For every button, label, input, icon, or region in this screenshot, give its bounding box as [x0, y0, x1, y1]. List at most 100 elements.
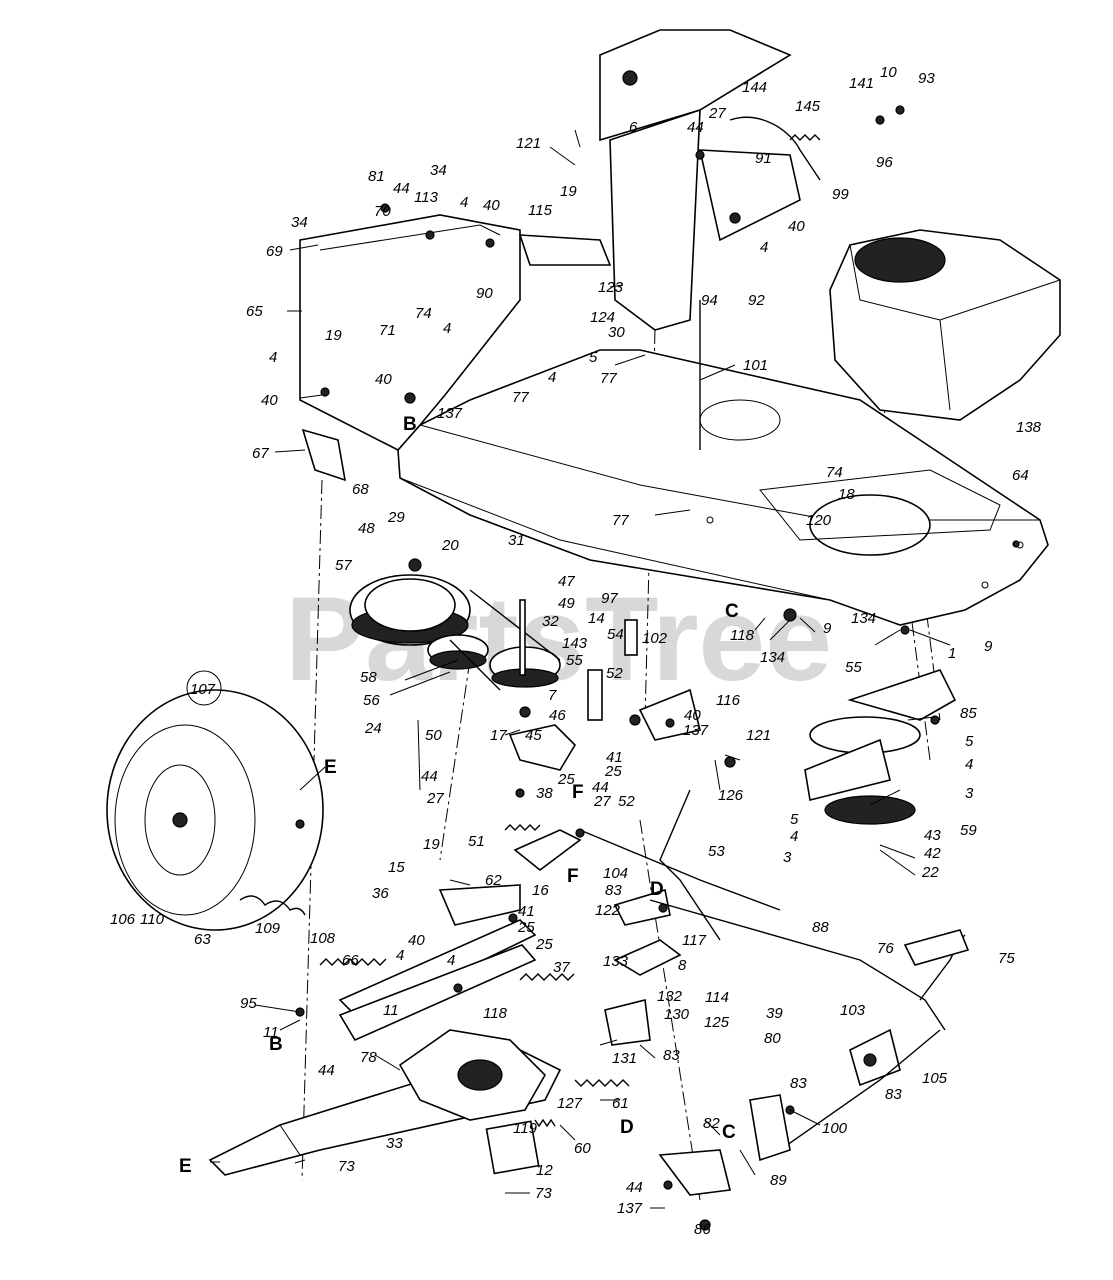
part-label: 32	[542, 613, 559, 630]
part-label: 74	[826, 464, 843, 481]
part-label: 143	[562, 635, 588, 652]
part-label: 41	[606, 749, 623, 766]
part-label: 55	[566, 652, 583, 669]
part-label: 73	[338, 1158, 355, 1175]
part-label: 88	[812, 919, 829, 936]
part-label: 89	[770, 1172, 787, 1189]
part-label: 134	[851, 610, 876, 627]
part-label: 101	[743, 357, 768, 374]
part-label: 4	[460, 194, 468, 211]
part-label: 19	[560, 183, 577, 200]
part-label: 121	[516, 135, 541, 152]
part-label: 114	[705, 989, 729, 1006]
part-label: 40	[375, 371, 392, 388]
part-label: 92	[748, 292, 765, 309]
part-numbers: 6 44 27 144 145 141 10 93 96 99 91 40 4 …	[110, 64, 1042, 1238]
springs	[319, 134, 821, 1128]
letter-f-top: F	[572, 782, 584, 803]
control-arm	[338, 884, 537, 1042]
part-label: 4	[443, 320, 451, 337]
left-side-panel	[299, 214, 521, 482]
part-label: 83	[885, 1086, 902, 1103]
part-label: 110	[140, 911, 165, 928]
part-label: 144	[742, 79, 767, 96]
part-label: 40	[261, 392, 278, 409]
rear-wheel	[106, 689, 324, 931]
part-label: 131	[612, 1050, 637, 1067]
part-label: 25	[557, 771, 575, 788]
part-label: 45	[525, 727, 542, 744]
part-label: 94	[701, 292, 718, 309]
part-label: 39	[766, 1005, 783, 1022]
part-label: 67	[252, 445, 269, 462]
part-label: 86	[694, 1221, 711, 1238]
part-label: 34	[291, 214, 308, 231]
letter-c-top: C	[725, 601, 739, 622]
part-label: 100	[822, 1120, 848, 1137]
part-label: 4	[447, 952, 455, 969]
part-label: 43	[924, 827, 941, 844]
engine	[829, 229, 1061, 421]
part-label: 20	[441, 537, 459, 554]
part-label: 48	[358, 520, 375, 537]
part-label: 71	[379, 322, 396, 339]
part-label: 137	[437, 405, 463, 422]
part-label: 137	[683, 722, 709, 739]
part-label: 1	[948, 645, 956, 662]
part-label: 44	[592, 779, 609, 796]
part-label: 75	[998, 950, 1015, 967]
part-label: 25	[604, 763, 622, 780]
letter-f-bottom: F	[567, 866, 579, 887]
part-label: 117	[682, 932, 707, 949]
part-label: 105	[922, 1070, 948, 1087]
part-label: 77	[512, 389, 529, 406]
part-label: 50	[425, 727, 442, 744]
part-label: 44	[421, 768, 438, 785]
part-label: 145	[795, 98, 821, 115]
part-label: 125	[704, 1014, 730, 1031]
part-label: 77	[612, 512, 629, 529]
part-label: 65	[246, 303, 263, 320]
part-label: 82	[703, 1115, 720, 1132]
part-label: 4	[790, 828, 798, 845]
part-label: 17	[490, 727, 507, 744]
part-label: 5	[589, 349, 598, 366]
part-label: 31	[508, 532, 525, 549]
part-label: 104	[603, 865, 628, 882]
part-label: 99	[832, 186, 849, 203]
part-label: 15	[388, 859, 405, 876]
part-label: 96	[876, 154, 893, 171]
letter-b-top: B	[403, 414, 417, 435]
part-label: 66	[342, 952, 359, 969]
part-label: 4	[760, 239, 768, 256]
part-label: 54	[607, 626, 624, 643]
part-label: 138	[1016, 419, 1042, 436]
part-label: 106	[110, 911, 136, 928]
part-label: 3	[965, 785, 974, 802]
part-label: 40	[684, 707, 701, 724]
part-label: 3	[783, 849, 792, 866]
part-label: 9	[984, 638, 993, 655]
part-label: 40	[788, 218, 805, 235]
part-label: 24	[364, 720, 382, 737]
part-label: 116	[716, 692, 741, 709]
letter-e-bottom: E	[179, 1156, 192, 1177]
part-label: 93	[918, 70, 935, 87]
part-label: 10	[880, 64, 897, 81]
part-label: 16	[532, 882, 549, 899]
part-label: 47	[558, 573, 575, 590]
part-label: 44	[626, 1179, 643, 1196]
part-label: 118	[730, 627, 755, 644]
part-label: 5	[965, 733, 974, 750]
part-label: 6	[629, 119, 638, 136]
part-label: 83	[663, 1047, 680, 1064]
idler-brackets	[508, 599, 701, 1046]
part-label: 40	[483, 197, 500, 214]
part-label: 62	[485, 872, 502, 889]
part-label: 56	[363, 692, 380, 709]
part-label: 59	[960, 822, 977, 839]
part-label: 134	[760, 649, 785, 666]
part-label: 12	[536, 1162, 553, 1179]
part-label: 74	[415, 305, 432, 322]
